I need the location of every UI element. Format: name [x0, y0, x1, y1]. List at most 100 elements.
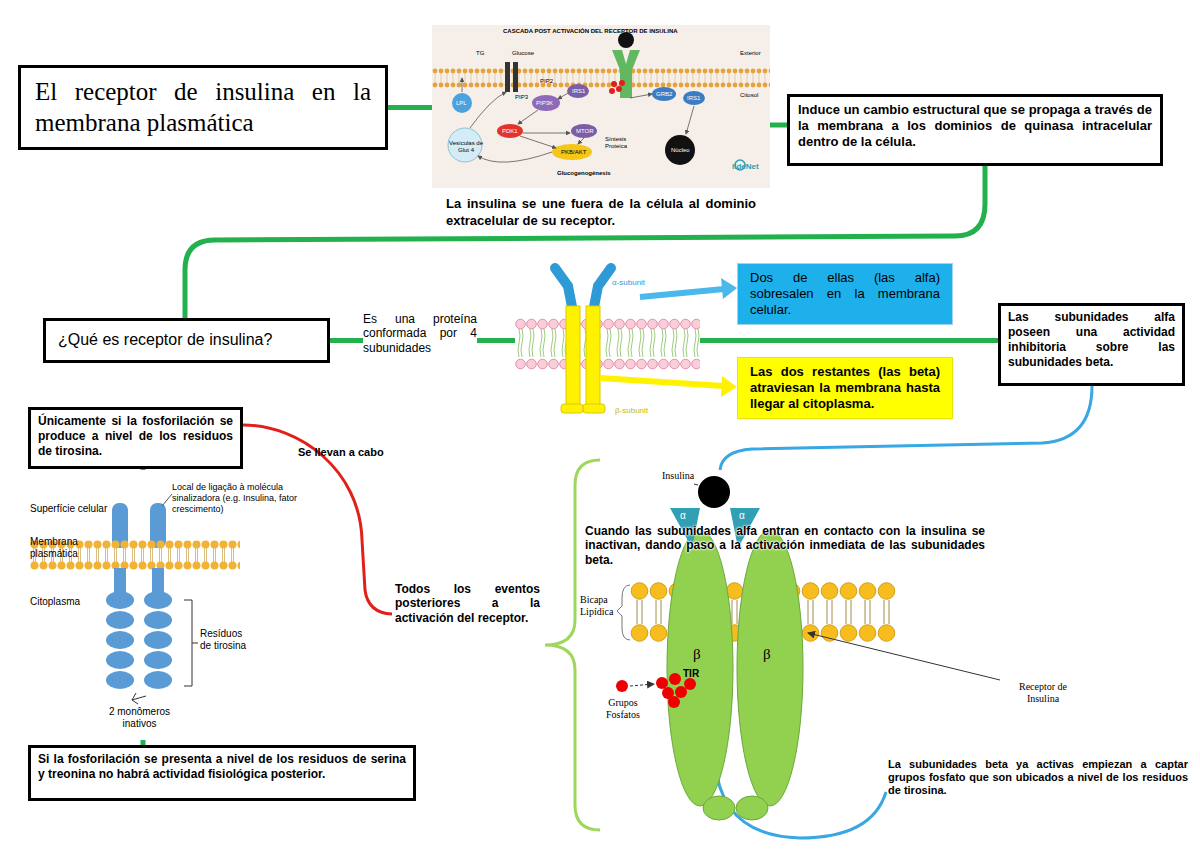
- connector-line: [770, 123, 787, 128]
- activated-receptor-image-part: [698, 476, 730, 508]
- insulin-cascade-image-part: [567, 84, 589, 98]
- pathway-label: Glucose: [512, 50, 534, 57]
- insulin-cascade-image-part: [558, 93, 568, 99]
- insulin-cascade-image-part: [497, 124, 523, 138]
- pathway-label: MTOR: [576, 128, 594, 135]
- pathway-label: GRB2: [656, 91, 672, 98]
- pathway-label: TG: [476, 50, 484, 57]
- part-label: Citoplasma: [30, 596, 80, 608]
- activated-receptor-image-part: [630, 582, 896, 642]
- insulin-cascade-image-part: [616, 86, 622, 92]
- receptor-subunits-image-part: [583, 404, 605, 413]
- part-label: TIR: [683, 668, 699, 680]
- receptor-monomer-image-part: [106, 651, 134, 669]
- part-label: Membrana plasmática: [30, 536, 100, 560]
- node-text: La insulina se une fuera de la célula al…: [446, 195, 756, 229]
- insulin-cascade-image-part: [432, 25, 770, 188]
- pathway-label: Núcleo: [671, 147, 690, 154]
- pathway-label: PIP3K: [536, 100, 553, 107]
- insulin-cascade-image-part: [609, 88, 615, 94]
- part-label: 2 monômeros inativos: [92, 706, 187, 730]
- red-connector-line: [243, 425, 392, 614]
- insulin-cascade-image-part: [619, 80, 625, 86]
- receptor-monomer-image-part: [106, 591, 134, 609]
- receptor-monomer-image-part: [144, 591, 172, 609]
- receptor-monomer-image-part: [144, 611, 172, 629]
- insulin-cascade-image-part: [578, 138, 584, 144]
- insulin-cascade-image-part: [618, 32, 634, 48]
- receptor-subunits-image-part: [555, 268, 573, 312]
- node-text: Induce un cambio estructural que se prop…: [798, 102, 1152, 150]
- pathway-label: IRS1: [687, 95, 700, 102]
- part-label: β-subunit: [615, 406, 648, 416]
- node-text: El receptor de insulina en la membrana p…: [35, 76, 371, 138]
- node-text: Únicamente si la fosforilación se produc…: [38, 414, 233, 459]
- insulin-cascade-image-part: [683, 91, 705, 105]
- activated-receptor-image-part: [669, 673, 681, 685]
- part-label: α-subunit: [612, 278, 645, 288]
- insulin-cascade-image-part: [665, 135, 695, 165]
- part-label: α: [680, 510, 686, 522]
- callout-arrows-part: [721, 376, 737, 397]
- node-text: Las subunidades alfa poseen una activida…: [1008, 310, 1175, 370]
- pathway-label: Citosol: [740, 92, 758, 99]
- question-box: ¿Qué es receptor de insulina?: [43, 318, 330, 363]
- blue-connector-line-part: [715, 760, 886, 838]
- activated-receptor-image-part: [684, 678, 696, 690]
- receptor-monomer-image-part: [150, 503, 166, 548]
- pathway-label: lideNet: [732, 162, 759, 172]
- activated-receptor-image-part: [675, 686, 687, 698]
- receptor-monomer-image-part: [144, 671, 172, 689]
- receptor-monomer-image-part: [162, 494, 172, 506]
- activated-receptor-image-part: [668, 696, 680, 708]
- receptor-monomer-image-part: [144, 651, 172, 669]
- receptor-subunits-image-part: [593, 268, 611, 312]
- note-text: β: [763, 645, 771, 663]
- pathway-label: Exterior: [740, 50, 761, 57]
- activated-receptor-image-part: [667, 530, 733, 806]
- activated-receptor-image-part: [808, 633, 1000, 680]
- title-box: El receptor de insulina en la membrana p…: [18, 65, 388, 150]
- note-text: Todos los eventos posteriores a la activ…: [395, 582, 540, 625]
- insulin-cascade-image-part: [505, 62, 510, 92]
- receptor-monomer-image-part: [114, 568, 126, 592]
- activated-receptor-image-part: [703, 796, 735, 820]
- part-label: Insulina: [662, 470, 694, 482]
- insulin-cascade-image-part: [513, 62, 518, 92]
- process-box: Si la fosforilación se presenta a nivel …: [28, 745, 416, 801]
- connector-line: [141, 469, 146, 745]
- image-title: CASCADA POST ACTIVACIÓN DEL RECEPTOR DE …: [503, 28, 678, 35]
- pathway-label: Vesículas de Glut 4: [447, 140, 485, 154]
- node-text: ¿Qué es receptor de insulina?: [58, 330, 315, 350]
- insulin-cascade-image-part: [518, 110, 538, 124]
- process-box: Induce un cambio estructural que se prop…: [787, 94, 1163, 166]
- connector-line: [388, 105, 432, 110]
- insulin-cascade-image-part: [571, 124, 597, 138]
- part-label: Superfície celular: [30, 503, 107, 515]
- receptor-monomer-image-part: [152, 568, 164, 592]
- receptor-monomer-image-part: [144, 631, 172, 649]
- note-text: Cuando las subunidades alfa entran en co…: [585, 524, 985, 567]
- receptor-monomer-image-part: [106, 611, 134, 629]
- note-text: La subunidades beta ya activas empiezan …: [888, 758, 1188, 798]
- pathway-label: PIP2: [540, 78, 553, 85]
- insulin-cascade-image-part: [612, 50, 640, 98]
- part-label: Resíduos de tirosina: [200, 628, 255, 652]
- activated-receptor-image-part: [694, 484, 698, 485]
- callout-arrows-part: [640, 289, 724, 297]
- insulin-cascade-image-part: [611, 81, 617, 87]
- node-text: Las dos restantes (las beta) atraviesan …: [750, 364, 940, 412]
- receptor-subunits-image-part: [561, 404, 583, 413]
- receptor-subunits-image-part: [586, 306, 600, 410]
- part-label: α: [739, 510, 745, 522]
- insulin-cascade-image-part: [523, 133, 570, 134]
- part-label: Grupos Fosfatos: [598, 697, 648, 721]
- receptor-monomer-image-part: [112, 503, 128, 548]
- pathway-label: IRS1: [572, 88, 585, 95]
- node-text: Dos de ellas (las alfa) sobresalen en la…: [750, 270, 940, 318]
- insulin-cascade-image-part: [686, 106, 694, 134]
- part-label: Bicapa Lipídica: [580, 594, 626, 618]
- part-label: Receptor de Insulina: [1003, 681, 1083, 705]
- red-connector-line-part: [243, 425, 392, 614]
